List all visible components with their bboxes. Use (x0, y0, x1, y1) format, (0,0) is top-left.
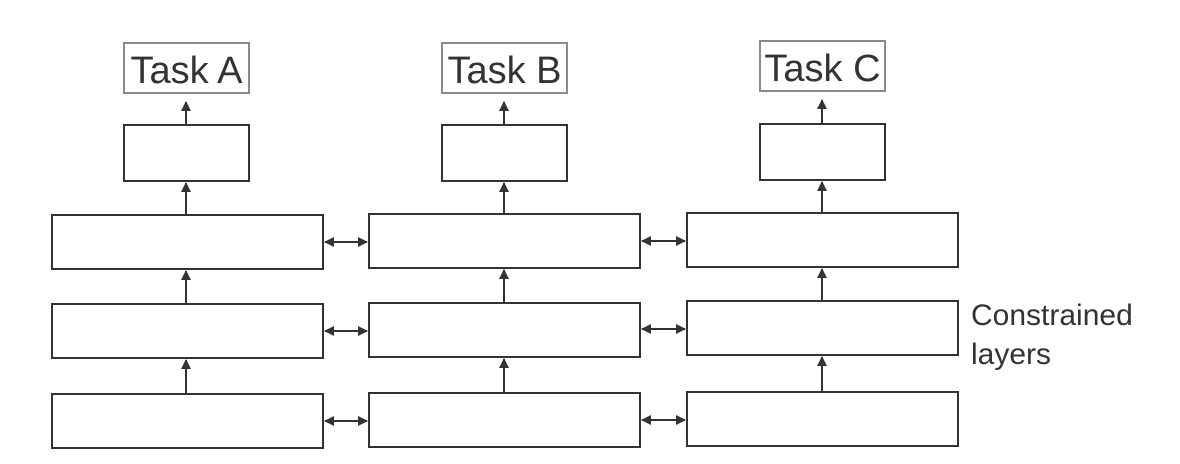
task-a-box (123, 42, 250, 94)
task-b-head-box (441, 124, 568, 182)
task-a-layer-2 (51, 303, 324, 359)
links-a-b (324, 237, 368, 426)
task-b-label: Task B (447, 50, 561, 92)
task-b-box (441, 42, 568, 94)
task-a-layer-1 (51, 393, 324, 449)
task-b-layer-1 (368, 392, 641, 448)
task-a-label: Task A (131, 50, 244, 92)
column-task-b: Task B (368, 42, 641, 448)
column-task-c: Task C (686, 40, 959, 447)
task-c-head-box (759, 123, 886, 181)
task-c-layer-1 (686, 391, 959, 447)
task-b-layer-2 (368, 302, 641, 358)
task-c-label: Task C (764, 48, 880, 90)
task-c-box (759, 40, 886, 92)
links-b-c (641, 236, 686, 425)
task-c-layer-2 (686, 300, 959, 356)
task-a-layer-3 (51, 214, 324, 270)
task-a-head-box (123, 124, 250, 182)
side-label-line-1: Constrained (971, 299, 1133, 332)
task-b-layer-3 (368, 213, 641, 269)
task-c-layer-3 (686, 212, 959, 268)
column-task-a: Task A (51, 42, 324, 449)
constrained-layers-label: Constrained layers (971, 299, 1133, 371)
side-label-line-2: layers (971, 338, 1051, 371)
